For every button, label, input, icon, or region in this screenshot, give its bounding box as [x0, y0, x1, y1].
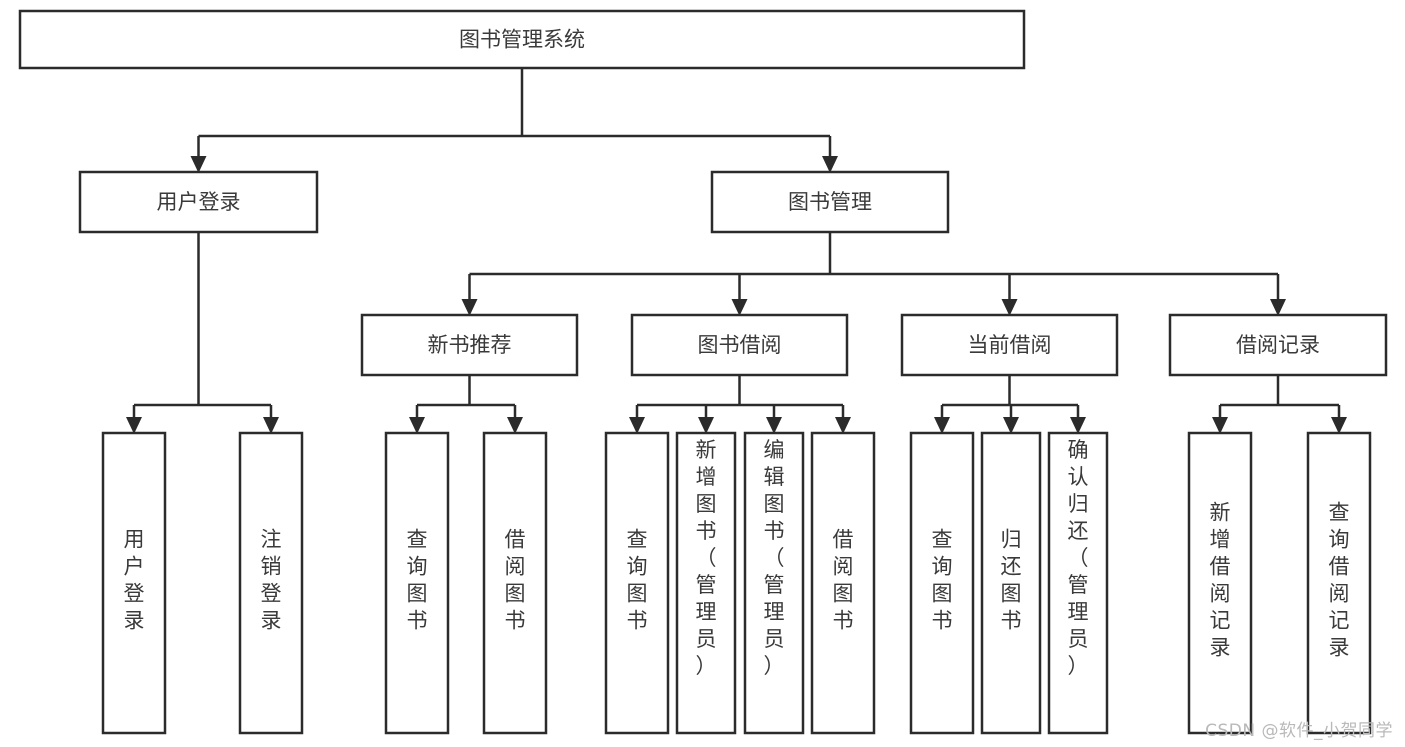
node-rect — [900, 313, 1119, 377]
node-label: 图书借阅 — [698, 333, 782, 357]
node-rect — [384, 431, 450, 735]
node-leaf-新增借阅记录[interactable]: 新增借阅记录 — [1187, 431, 1253, 735]
connector-当前借阅-to-leaves — [934, 375, 1086, 434]
node-label: 借阅记录 — [1236, 333, 1320, 357]
node-label: 注销登录 — [261, 528, 282, 633]
connector-bookmgmt-to-level3 — [461, 232, 1286, 316]
node-rect — [238, 431, 304, 735]
node-label: 图书管理 — [788, 190, 872, 214]
node-leaf-编辑图书管理员[interactable]: 编辑图书（管理员） — [743, 431, 805, 735]
node-label: 查询图书 — [627, 528, 648, 633]
arrow-head-icon — [1003, 417, 1019, 434]
node-label: 确认归还（管理员） — [1068, 438, 1089, 678]
node-leaf-归还图书[interactable]: 归还图书 — [980, 431, 1042, 735]
node-leaf-查询图书[interactable]: 查询图书 — [384, 431, 450, 735]
node-rect — [710, 170, 950, 234]
arrow-head-icon — [1270, 299, 1286, 316]
node-rect — [1306, 431, 1372, 735]
node-label: 新增图书（管理员） — [696, 438, 717, 678]
connector-借阅记录-to-leaves — [1212, 375, 1347, 434]
node-rect — [980, 431, 1042, 735]
node-leaf-查询图书[interactable]: 查询图书 — [604, 431, 670, 735]
arrow-head-icon — [409, 417, 425, 434]
arrow-head-icon — [822, 156, 838, 173]
connector-新书推荐-to-leaves — [409, 375, 523, 434]
node-layer: 图书管理系统用户登录图书管理新书推荐图书借阅当前借阅借阅记录用户登录注销登录查询… — [18, 9, 1388, 735]
node-rect — [604, 431, 670, 735]
node-rect — [743, 431, 805, 735]
node-label: 查询借阅记录 — [1329, 501, 1350, 660]
arrow-head-icon — [731, 299, 748, 316]
node-label: 借阅图书 — [833, 528, 854, 633]
arrow-head-icon — [126, 417, 142, 434]
node-level3-新书推荐[interactable]: 新书推荐 — [360, 313, 579, 377]
node-leaf-新增图书管理员[interactable]: 新增图书（管理员） — [675, 431, 737, 735]
arrow-head-icon — [1070, 417, 1086, 434]
node-leaf-用户登录[interactable]: 用户登录 — [101, 431, 167, 735]
node-leaf-查询借阅记录[interactable]: 查询借阅记录 — [1306, 431, 1372, 735]
arrow-head-icon — [507, 417, 523, 434]
node-label: 借阅图书 — [505, 528, 526, 633]
node-label: 当前借阅 — [968, 333, 1052, 357]
node-rect — [482, 431, 548, 735]
node-rect — [675, 431, 737, 735]
connector-root-to-level2 — [190, 68, 838, 173]
node-rect — [360, 313, 579, 377]
connector-layer — [126, 68, 1347, 434]
node-leaf-注销登录[interactable]: 注销登录 — [238, 431, 304, 735]
arrow-head-icon — [766, 417, 782, 434]
node-label: 编辑图书（管理员） — [764, 438, 785, 678]
node-label: 用户登录 — [157, 190, 241, 214]
node-rect — [78, 170, 319, 234]
node-label: 图书管理系统 — [459, 28, 585, 52]
arrow-head-icon — [1001, 299, 1018, 316]
node-leaf-借阅图书[interactable]: 借阅图书 — [810, 431, 876, 735]
node-label: 新增借阅记录 — [1210, 501, 1231, 660]
node-rect — [909, 431, 975, 735]
node-leaf-借阅图书[interactable]: 借阅图书 — [482, 431, 548, 735]
node-rect — [18, 9, 1026, 70]
node-level3-当前借阅[interactable]: 当前借阅 — [900, 313, 1119, 377]
node-rect — [1168, 313, 1388, 377]
node-leaf-确认归还管理员[interactable]: 确认归还（管理员） — [1047, 431, 1109, 735]
node-level2-用户登录[interactable]: 用户登录 — [78, 170, 319, 234]
arrow-head-icon — [1331, 417, 1347, 434]
node-rect — [1047, 431, 1109, 735]
arrow-head-icon — [629, 417, 645, 434]
node-leaf-查询图书[interactable]: 查询图书 — [909, 431, 975, 735]
node-label: 用户登录 — [124, 528, 145, 633]
arrow-head-icon — [698, 417, 714, 434]
node-root-图书管理系统[interactable]: 图书管理系统 — [18, 9, 1026, 70]
arrow-head-icon — [934, 417, 950, 434]
arrow-head-icon — [461, 299, 478, 316]
arrow-head-icon — [190, 156, 207, 173]
arrow-head-icon — [835, 417, 851, 434]
node-label: 查询图书 — [407, 528, 428, 633]
node-label: 查询图书 — [932, 528, 953, 633]
node-level2-图书管理[interactable]: 图书管理 — [710, 170, 950, 234]
node-rect — [630, 313, 849, 377]
connector-userlogin-to-leaves — [126, 232, 279, 434]
node-level3-图书借阅[interactable]: 图书借阅 — [630, 313, 849, 377]
arrow-head-icon — [263, 417, 279, 434]
node-rect — [1187, 431, 1253, 735]
node-rect — [810, 431, 876, 735]
connector-图书借阅-to-leaves — [629, 375, 851, 434]
node-label: 归还图书 — [1001, 528, 1022, 633]
node-rect — [101, 431, 167, 735]
node-level3-借阅记录[interactable]: 借阅记录 — [1168, 313, 1388, 377]
arrow-head-icon — [1212, 417, 1228, 434]
node-label: 新书推荐 — [428, 333, 512, 357]
